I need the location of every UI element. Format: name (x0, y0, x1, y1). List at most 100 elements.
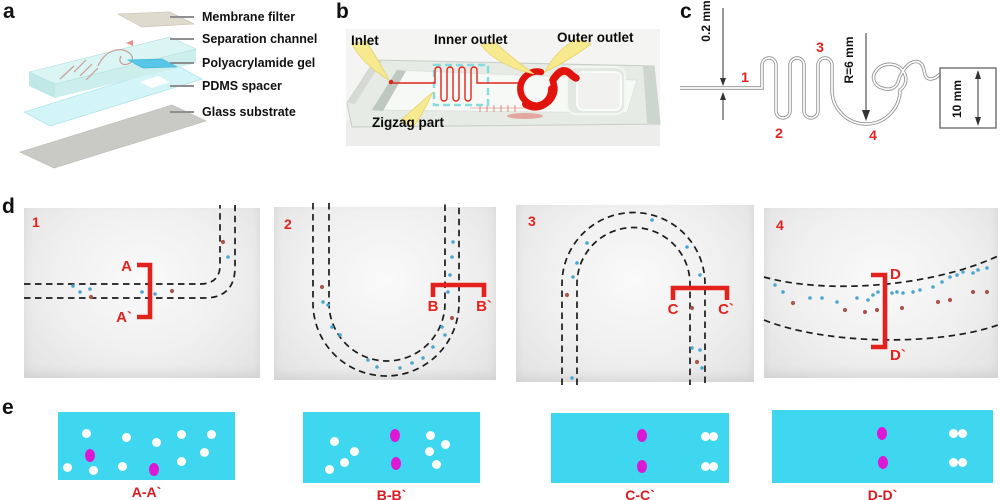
blue-particle (855, 296, 859, 300)
brown-particle (935, 299, 941, 305)
slab-channel-drawing (59, 49, 134, 81)
cross-section-label-a: A-A` (131, 484, 162, 500)
blue-particle (78, 290, 82, 294)
annotation-arrows (351, 38, 592, 128)
magenta-dot (149, 462, 159, 476)
membrane-filter-layer (116, 11, 196, 28)
label-outer-outlet: Outer outlet (557, 30, 634, 45)
blue-particle (835, 300, 839, 304)
inner-outlet-arrow (480, 41, 535, 75)
label-text: Separation channel (202, 32, 318, 46)
cross-section-d (772, 410, 993, 483)
leader-line (170, 111, 194, 113)
blue-particle (698, 273, 702, 277)
magenta-dot (877, 426, 887, 440)
blue-particle (773, 283, 777, 287)
separation-channel-layer (28, 36, 197, 85)
blue-particle (808, 296, 812, 300)
magenta-dot (85, 448, 95, 462)
pdms-slab-bevel (372, 70, 406, 111)
brown-particle (564, 292, 570, 298)
blue-particle (890, 291, 894, 295)
micrograph-3: C C` 3 (516, 205, 754, 385)
blue-particle (226, 255, 230, 259)
brown-particle (790, 300, 796, 306)
leader-line (170, 62, 194, 64)
section-label-B: B (428, 298, 439, 315)
particles (71, 239, 230, 300)
blue-particle (326, 303, 330, 307)
section-bracket-A (137, 262, 153, 320)
magenta-dot (637, 428, 647, 442)
brown-particle (319, 284, 325, 290)
magenta-dot (878, 455, 888, 469)
label-inner-outlet: Inner outlet (434, 32, 508, 47)
white-dot (708, 431, 718, 441)
label-text: Membrane filter (202, 10, 296, 24)
slab-outlet-cutout (138, 32, 163, 42)
blue-particle (585, 241, 589, 245)
blue-particle (450, 255, 454, 259)
channel-width-dimension (720, 8, 726, 120)
device-stack-illustration (19, 11, 207, 169)
dim-radius: R=6 mm (842, 36, 856, 83)
brown-particle (984, 289, 990, 295)
channel-wall-outer (24, 205, 236, 299)
white-dot (329, 436, 339, 446)
blue-particle (940, 280, 944, 284)
glass-substrate-layer (19, 104, 207, 169)
particles (564, 218, 704, 380)
micrograph-number: 4 (776, 217, 784, 233)
dim-outlet-height: 10 mm (950, 80, 964, 118)
blue-particle (153, 292, 157, 296)
magenta-dot (391, 456, 401, 470)
white-dot (948, 457, 958, 467)
brown-particle (88, 294, 94, 300)
blue-particle (866, 298, 870, 302)
panel-letter-d: d (2, 195, 15, 218)
cross-section-label-c: C-C` (625, 487, 655, 500)
white-dot (424, 446, 434, 456)
cross-section-label-d: D-D` (867, 487, 898, 500)
section-label-A2: A` (116, 309, 132, 326)
blue-particle (961, 270, 965, 274)
inlet-arrow (351, 40, 391, 82)
blue-particle (690, 346, 694, 350)
blue-particle (976, 268, 980, 272)
brown-particle (694, 359, 700, 365)
blue-particle (948, 275, 952, 279)
section-label-A: A (121, 258, 132, 275)
cross-section-b (303, 412, 480, 483)
label-polyacrylamide-gel: Polyacrylamide gel (170, 56, 315, 70)
blue-particle (140, 290, 144, 294)
pdms-spacer-hole (140, 76, 170, 88)
leader-line (170, 16, 194, 18)
section-bracket-B (430, 282, 487, 297)
blue-particle (918, 288, 922, 292)
blue-particle (398, 366, 402, 370)
blue-particle (410, 361, 414, 365)
blue-particle (685, 245, 689, 249)
brown-particle (689, 305, 695, 311)
white-dot (88, 465, 98, 475)
blue-particle (451, 240, 455, 244)
micrograph-1: A A` 1 (24, 205, 260, 378)
blue-particle (571, 275, 575, 279)
channel-wall-outer (561, 211, 706, 385)
blue-particle (871, 293, 875, 297)
panel-letter-c: c (680, 0, 692, 23)
label-glass-substrate: Glass substrate (170, 105, 296, 119)
blue-particle (366, 358, 370, 362)
brown-particle (947, 297, 953, 303)
label-pdms-spacer: PDMS spacer (170, 79, 282, 93)
inner-outlet-loop-thick (522, 85, 556, 111)
channel-wall-inner (24, 205, 221, 285)
blue-particle (71, 284, 75, 288)
point-3: 3 (816, 39, 824, 55)
slab-inlet-mark (126, 40, 133, 46)
label-membrane-filter: Membrane filter (170, 10, 295, 24)
blue-particle (901, 291, 905, 295)
white-dot (151, 437, 161, 447)
label-text: Polyacrylamide gel (202, 56, 316, 70)
